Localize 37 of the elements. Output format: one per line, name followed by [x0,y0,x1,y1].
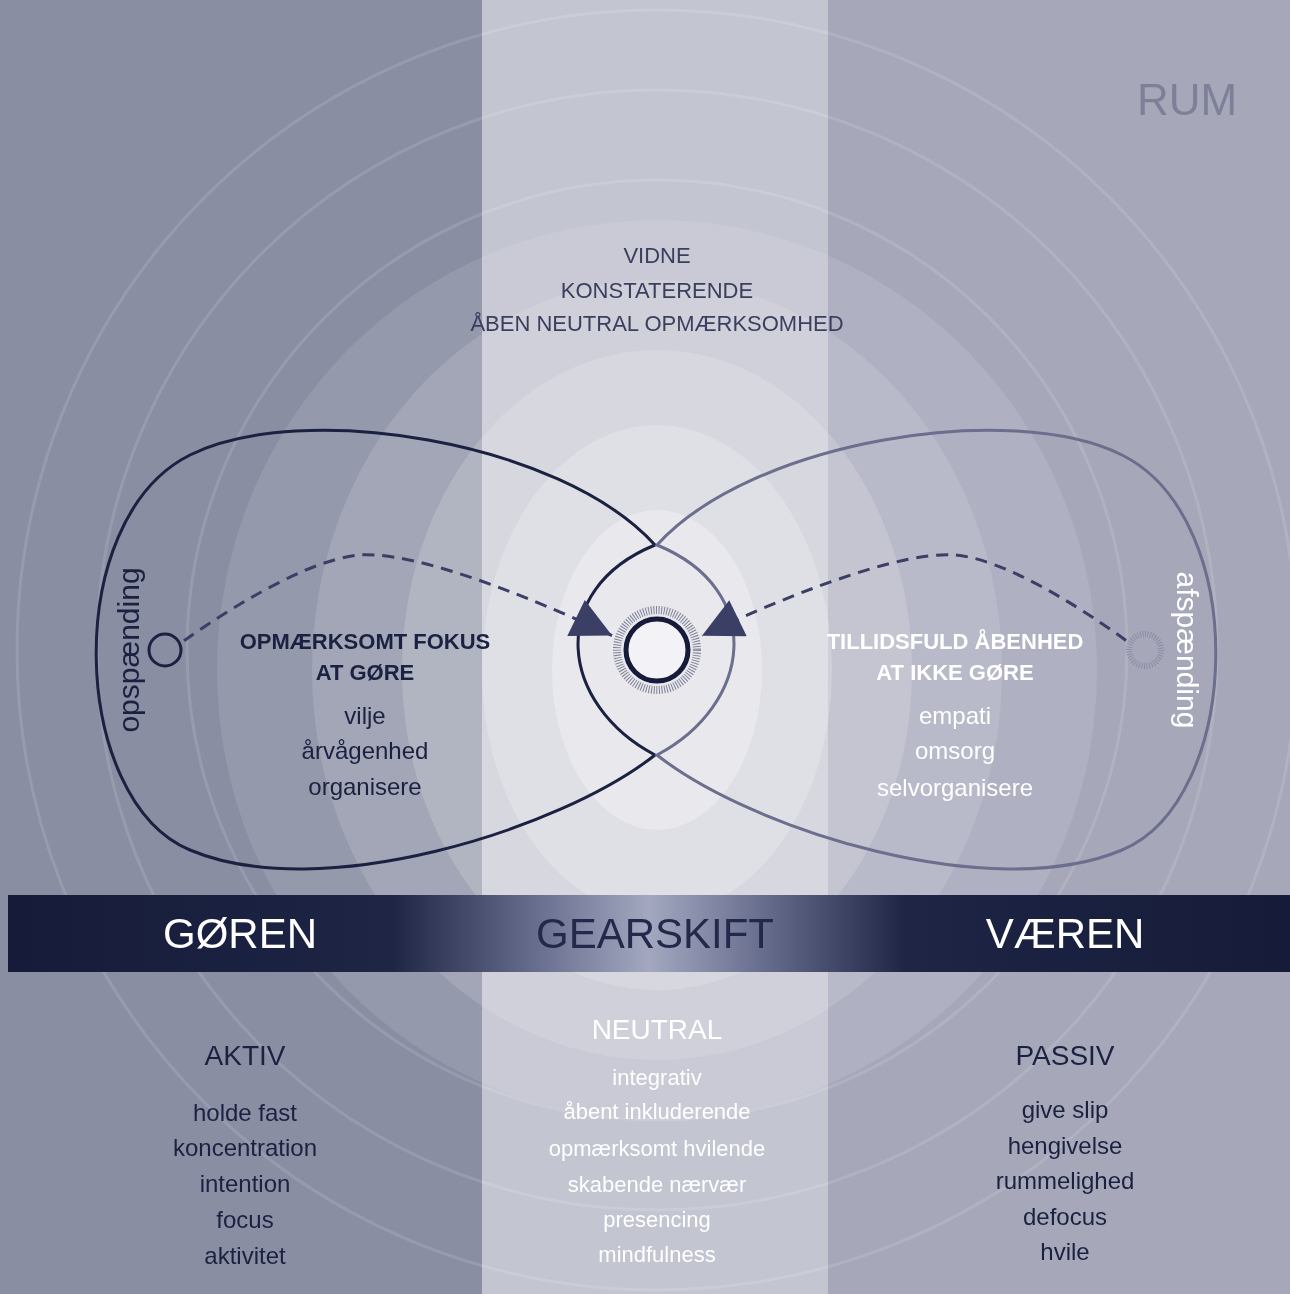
list-item: vilje [344,702,386,730]
heading-text: AT IKKE GØRE [876,660,1034,686]
list-item: mindfulness [598,1242,716,1268]
list-item: intention [199,1170,291,1198]
band-label: GØREN [163,910,317,958]
rotated-label: afspænding [1170,571,1204,729]
dashed-arrow [183,553,613,642]
list-item: aktivitet [204,1242,286,1270]
list-item: opmærksomt hvilende [548,1136,766,1162]
list-item: defocus [1022,1203,1108,1231]
list-item: omsorg [915,737,995,765]
list-item: skabende nærvær [567,1172,747,1198]
rotated-label: opspænding [111,567,145,733]
heading-text: KONSTATERENDE [560,278,754,304]
list-item: organisere [308,773,422,801]
list-item: holde fast [192,1099,298,1127]
column-heading: AKTIV [204,1040,286,1072]
dashed-arrow [701,553,1127,642]
list-item: selvorganisere [876,774,1034,802]
list-item: årvågenhed [301,737,429,765]
heading-text: ÅBEN NEUTRAL OPMÆRKSOMHED [470,311,844,337]
list-item: focus [216,1206,274,1234]
band-label: GEARSKIFT [536,910,774,958]
list-item: rummelighed [995,1167,1135,1195]
list-item: empati [919,702,991,730]
band-label: VÆREN [985,910,1145,958]
heading-text: OPMÆRKSOMT FOKUS [239,629,491,655]
list-item: hvile [1040,1238,1090,1266]
column-heading: PASSIV [1015,1040,1115,1072]
list-item: åbent inkluderende [563,1099,751,1125]
heading-text: AT GØRE [315,660,415,686]
list-item: koncentration [172,1134,318,1162]
list-item: presencing [603,1207,711,1233]
heading-text: VIDNE [623,243,691,269]
list-item: give slip [1021,1096,1109,1124]
list-item: hengivelse [1007,1132,1123,1160]
heading-text: TILLIDSFULD ÅBENHED [826,629,1084,655]
